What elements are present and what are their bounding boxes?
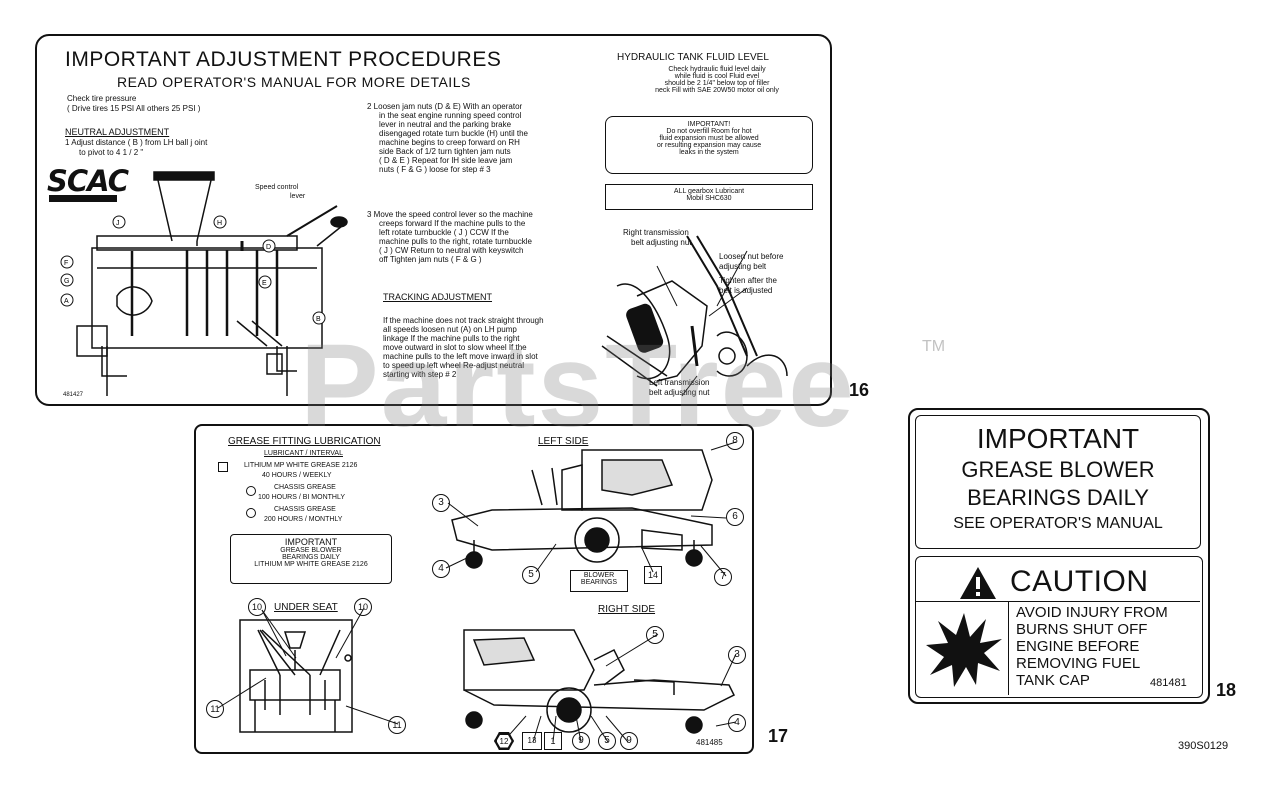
neutral-step-1a: 1 Adjust distance ( B ) from LH ball j o… xyxy=(65,138,208,147)
num-13-right: 13 xyxy=(522,732,542,750)
neutral-adjustment-drawing: J F G A H D E B xyxy=(60,171,348,396)
lube-3a: CHASSIS GREASE xyxy=(274,506,336,513)
lube-1b: 40 HOURS / WEEKLY xyxy=(262,472,332,479)
under-seat-drawing xyxy=(239,619,353,733)
callout-a: A xyxy=(64,298,69,305)
num-5-right-bottom: 5 xyxy=(598,732,616,750)
callout-d: D xyxy=(266,244,271,251)
left-side-heading: LEFT SIDE xyxy=(538,436,589,447)
callout-e: E xyxy=(262,280,267,287)
num-3-right: 3 xyxy=(728,646,746,664)
caution-heading: CAUTION xyxy=(1010,565,1149,598)
transmission-belt-drawing xyxy=(601,235,788,397)
step-2-text: 2 Loosen jam nuts (D & E) With an operat… xyxy=(367,102,528,174)
decal-17-part-number: 481485 xyxy=(696,738,723,747)
num-9-right-a: 9 xyxy=(572,732,590,750)
reference-18: 18 xyxy=(1216,680,1237,700)
reference-16: 16 xyxy=(849,380,870,400)
decal-18-important-caution: IMPORTANT GREASE BLOWER BEARINGS DAILY S… xyxy=(908,408,1210,704)
left-side-mower-drawing xyxy=(451,449,713,569)
neutral-adjustment-heading: NEUTRAL ADJUSTMENT xyxy=(65,127,170,137)
grease-callouts xyxy=(217,441,737,743)
num-3-left: 3 xyxy=(432,494,450,512)
scac-logo-text: SCAC xyxy=(47,164,129,198)
lube-circle-marker xyxy=(246,486,256,496)
tire-pressure-line-1: Check tire pressure xyxy=(67,94,137,103)
belt-tighten-1: Tighten after the xyxy=(719,276,777,285)
num-4-right: 4 xyxy=(728,714,746,732)
tire-pressure-line-2: ( Drive tires 15 PSI All others 25 PSI ) xyxy=(67,104,201,113)
num-8-left: 8 xyxy=(726,432,744,450)
explosion-icon xyxy=(926,613,1002,687)
speed-control-label-1: Speed control xyxy=(255,184,299,191)
gearbox-lubricant-box: ALL gearbox Lubricant Mobil SHC630 xyxy=(605,184,813,210)
num-5-right-top: 5 xyxy=(646,626,664,644)
belt-left-2: belt adjusting nut xyxy=(649,388,710,397)
neutral-step-1b: to pivot to 4 1 / 2 " xyxy=(79,148,144,157)
decal-16-part-number: 481427 xyxy=(63,392,84,398)
callout-f: F xyxy=(64,260,68,267)
partstree-watermark: PartsTree xyxy=(300,320,856,452)
belt-left-1: Left transmission xyxy=(649,378,710,387)
num-5-left: 5 xyxy=(522,566,540,584)
scac-logo: SCAC xyxy=(47,164,129,204)
belt-right-1: Right transmission xyxy=(623,228,689,237)
num-7-left: 7 xyxy=(714,568,732,586)
grease-blower-line: GREASE BLOWER xyxy=(961,457,1155,482)
grease-title: GREASE FITTING LUBRICATION xyxy=(228,436,381,447)
lube-2b: 100 HOURS / BI MONTHLY xyxy=(258,494,346,501)
num-4-left: 4 xyxy=(432,560,450,578)
num-12-right: 12 xyxy=(494,732,514,750)
decal-16-adjustment-procedures: IMPORTANT ADJUSTMENT PROCEDURES READ OPE… xyxy=(35,34,832,406)
tracking-text: If the machine does not track straight t… xyxy=(383,316,544,379)
lube-circle-marker-2 xyxy=(246,508,256,518)
belt-right-2: belt adjusting nut xyxy=(631,238,692,247)
num-9-right-b: 9 xyxy=(620,732,638,750)
decal-16-title: IMPORTANT ADJUSTMENT PROCEDURES xyxy=(65,48,502,71)
num-10-under-seat-right: 10 xyxy=(354,598,372,616)
belt-tighten-2: belt is adjusted xyxy=(719,286,773,295)
step-3-text: 3 Move the speed control lever so the ma… xyxy=(367,210,533,264)
reference-17: 17 xyxy=(768,726,789,746)
decal-18-part-number: 481481 xyxy=(1150,677,1187,689)
num-14-left: 14 xyxy=(644,566,662,584)
caution-warning-text: AVOID INJURY FROM BURNS SHUT OFF ENGINE … xyxy=(1016,604,1168,689)
belt-loosen-1: Loosen nut before xyxy=(719,252,784,261)
callout-b: B xyxy=(316,316,321,323)
lube-2a: CHASSIS GREASE xyxy=(274,484,336,491)
hydraulic-title: HYDRAULIC TANK FLUID LEVEL xyxy=(617,52,769,63)
speed-control-label-2: lever xyxy=(290,193,306,200)
num-11-under-seat-left: 11 xyxy=(206,700,224,718)
diagram-id: 390S0129 xyxy=(1178,740,1229,752)
right-side-heading: RIGHT SIDE xyxy=(598,604,656,615)
grease-important-box: IMPORTANT GREASE BLOWER BEARINGS DAILY L… xyxy=(230,534,392,584)
lube-square-marker xyxy=(218,462,228,472)
num-1-right: 1 xyxy=(544,732,562,750)
lube-1a: LITHIUM MP WHITE GREASE 2126 xyxy=(244,462,358,469)
caution-box: CAUTION AVOID INJURY FROM BURNS SHUT OFF… xyxy=(915,556,1203,698)
tracking-adjustment-heading: TRACKING ADJUSTMENT xyxy=(383,292,493,302)
important-heading: IMPORTANT xyxy=(976,423,1140,454)
important-grease-box: IMPORTANT GREASE BLOWER BEARINGS DAILY S… xyxy=(915,415,1201,549)
hydraulic-text: Check hydraulic fluid level daily while … xyxy=(655,66,779,94)
warning-triangle-icon xyxy=(960,567,996,599)
num-10-under-seat-left: 10 xyxy=(248,598,266,616)
hydraulic-important-box: IMPORTANT! Do not overfill Room for hot … xyxy=(605,116,813,174)
decal-17-grease-lubrication: GREASE FITTING LUBRICATION LUBRICANT / I… xyxy=(194,424,754,754)
right-side-mower-drawing xyxy=(463,629,736,734)
callout-h: H xyxy=(217,220,222,227)
callout-j: J xyxy=(116,220,120,227)
num-11-under-seat-right: 11 xyxy=(388,716,406,734)
trademark-mark: TM xyxy=(922,338,946,355)
under-seat-heading: UNDER SEAT xyxy=(274,602,338,613)
decal-16-subtitle: READ OPERATOR'S MANUAL FOR MORE DETAILS xyxy=(117,74,471,90)
callout-g: G xyxy=(64,278,69,285)
blower-bearings-label: BLOWER BEARINGS xyxy=(570,570,628,592)
lube-3b: 200 HOURS / MONTHLY xyxy=(264,516,343,523)
see-manual-line: SEE OPERATOR'S MANUAL xyxy=(953,515,1163,532)
num-6-left: 6 xyxy=(726,508,744,526)
belt-loosen-2: adjusting belt xyxy=(719,262,767,271)
bearings-daily-line: BEARINGS DAILY xyxy=(967,485,1149,510)
lubricant-interval-heading: LUBRICANT / INTERVAL xyxy=(264,450,343,457)
